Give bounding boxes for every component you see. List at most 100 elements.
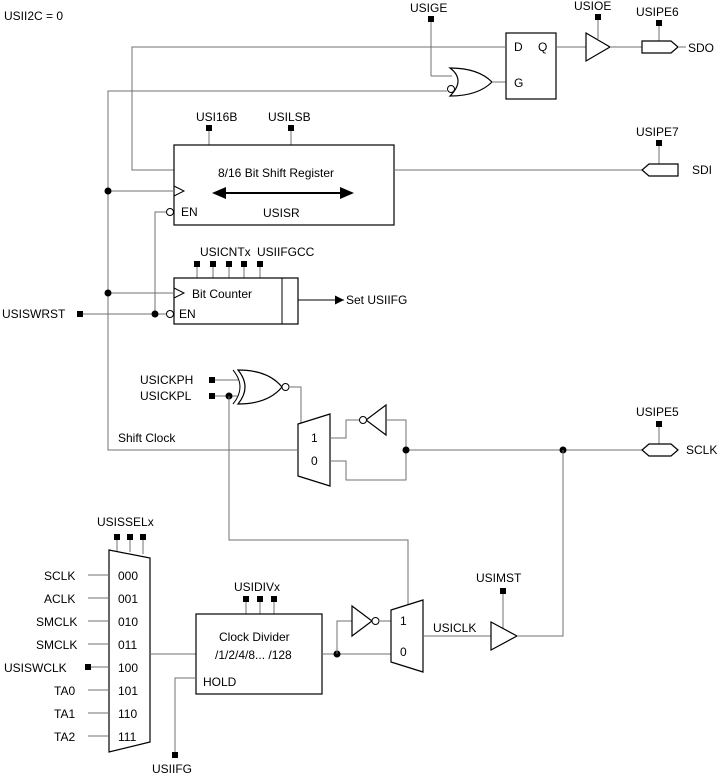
sdo-pin-symbol <box>641 40 679 54</box>
clock-input-name: TA0 <box>54 684 75 698</box>
junction-shift-clock <box>104 187 112 195</box>
shift-register-block: USI16B USILSB 8/16 Bit Shift Register US… <box>166 110 395 226</box>
usiswrst-pin <box>77 311 83 317</box>
clock-polarity-block: USICKPH USICKPL 1 0 Shift Clock <box>118 369 407 487</box>
sclk-label: SCLK <box>686 443 717 457</box>
polarity-inverter <box>365 403 387 437</box>
clock-select-mux <box>108 549 151 753</box>
bit-counter-block: USICNTx USIIFGCC Bit Counter EN Set USII… <box>166 245 407 325</box>
usiclk-to-sclk-wire <box>517 450 564 637</box>
usickph-pin <box>209 377 215 383</box>
clock-input-code: 101 <box>118 684 138 698</box>
usisselx-label: USISSELx <box>97 515 154 529</box>
usicntx-pin-3 <box>241 261 247 267</box>
counter-en-bubble <box>166 310 174 318</box>
shift-clock-wire <box>107 314 298 451</box>
junction-mux-out <box>402 446 410 454</box>
usidivx-pin-1 <box>257 596 263 602</box>
shift-clock-input <box>173 185 186 197</box>
usidivx-label: USIDIVx <box>234 580 280 594</box>
clock-input-name: SMCLK <box>36 615 77 629</box>
usioe-label: USIOE <box>574 0 611 13</box>
polarity-inverter-bubble <box>359 416 367 424</box>
usicntx-pin-0 <box>194 261 200 267</box>
clock-divider <box>195 613 323 695</box>
usioe-pin <box>595 14 601 20</box>
usicntx-label: USICNTx <box>200 245 251 259</box>
clock-input-name: TA2 <box>54 730 75 744</box>
clock-divider-title: Clock Divider <box>219 630 290 644</box>
usii2c-header: USII2C = 0 <box>4 9 63 23</box>
master-clock-block: 1 0 USICLK USIMST <box>322 450 564 673</box>
master-clock-mux <box>390 599 424 673</box>
usidivx-pin-2 <box>271 596 277 602</box>
shift-register <box>173 144 395 226</box>
sclk-pin-symbol <box>641 443 679 457</box>
clock-input-2: SMCLK 010 <box>36 615 138 629</box>
sdi-label: SDI <box>692 163 712 177</box>
shift-clock-label: Shift Clock <box>118 431 176 445</box>
clock-input-6: TA1 110 <box>54 707 137 721</box>
clock-divider-ratios: /1/2/4/8... /128 <box>215 648 292 662</box>
counter-en-label: EN <box>179 307 196 321</box>
latch-d: D <box>514 40 523 54</box>
hold-wire <box>174 677 196 752</box>
clock-input-code: 011 <box>118 638 137 652</box>
sdi-pin-group: USIPE7 SDI <box>636 125 712 177</box>
latch-q: Q <box>538 40 547 54</box>
polarity-mux-in1: 1 <box>311 431 318 445</box>
clock-input-code: 110 <box>118 707 137 721</box>
usipe6-pin <box>656 20 662 26</box>
xor-output-bubble <box>281 383 290 391</box>
clock-input-name: ACLK <box>44 592 75 606</box>
usimst-pin <box>500 588 506 594</box>
usige-label: USIGE <box>410 1 447 15</box>
bit-counter <box>173 277 299 325</box>
clock-input-name: USISWCLK <box>4 661 67 675</box>
usicntx-pin-2 <box>226 261 232 267</box>
usiifgcc-label: USIIFGCC <box>257 245 315 259</box>
usilsb-pin <box>288 125 294 131</box>
usisselx-pin-0 <box>114 534 120 540</box>
usickpl-select-wire <box>228 396 409 610</box>
shift-register-title: 8/16 Bit Shift Register <box>218 166 334 180</box>
sclk-pin-group: USIPE5 SCLK <box>636 405 717 457</box>
clock-input-name: TA1 <box>54 707 75 721</box>
usiifgcc-pin <box>257 261 263 267</box>
usisselx-pin-1 <box>127 534 133 540</box>
output-path: USIGE D Q G USIOE USIPE6 SDO <box>410 0 714 100</box>
latch-g: G <box>514 76 523 90</box>
sdo-output-buffer <box>585 31 612 63</box>
shift-en-label: EN <box>181 205 198 219</box>
usiswrst-label: USISWRST <box>2 307 66 321</box>
shift-en-bubble <box>166 208 174 216</box>
usisr-label: USISR <box>263 206 300 220</box>
clock-input-code: 000 <box>118 569 138 583</box>
polarity-mux-in0: 0 <box>311 454 318 468</box>
counter-clock-input <box>173 287 186 299</box>
master-mux-in1: 1 <box>400 614 407 628</box>
or-gate <box>448 67 493 97</box>
usimst-label: USIMST <box>476 571 522 585</box>
output-latch <box>505 32 557 100</box>
junction-usiswrst <box>151 310 159 318</box>
usiclk-buffer <box>490 620 519 652</box>
clock-select-block: USISSELx SCLK 000 ACLK 001 SMCLK 010 SMC… <box>4 515 154 753</box>
usipe7-label: USIPE7 <box>636 125 679 139</box>
usilsb-label: USILSB <box>268 110 311 124</box>
junction-counter-clock <box>104 289 112 297</box>
usipe5-label: USIPE5 <box>636 405 679 419</box>
xor-gate <box>236 369 283 405</box>
usipe6-label: USIPE6 <box>636 5 679 19</box>
usi16b-pin <box>206 125 212 131</box>
clock-input-code: 100 <box>118 661 138 675</box>
clock-input-code: 001 <box>118 592 138 606</box>
usickpl-label: USICKPL <box>140 389 192 403</box>
usige-pin <box>428 16 434 22</box>
bit-counter-title: Bit Counter <box>192 287 252 301</box>
clock-input-code: 111 <box>118 730 137 744</box>
shift-en-wire <box>154 211 166 314</box>
usi16b-label: USI16B <box>196 110 237 124</box>
xor-extra-arc <box>232 369 241 405</box>
